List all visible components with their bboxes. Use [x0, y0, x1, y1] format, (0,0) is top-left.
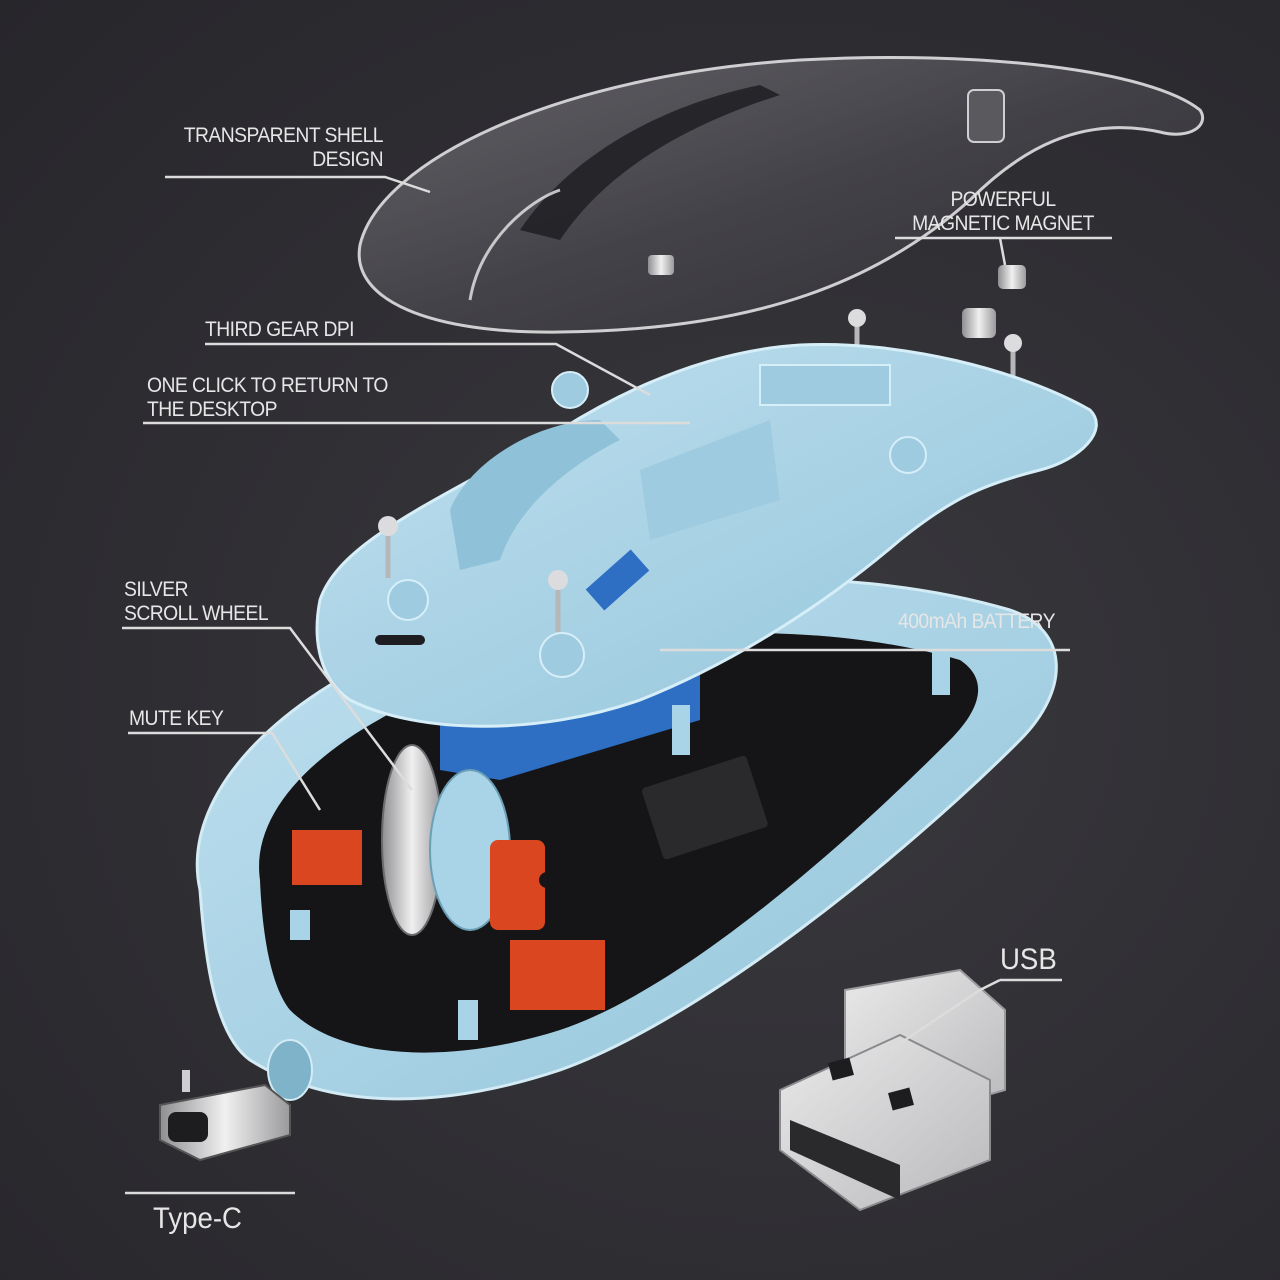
type-c-connector: [159, 1070, 291, 1162]
callout-third-gear-dpi: THIRD GEAR DPI: [205, 318, 355, 341]
magnets: [962, 265, 1026, 338]
usb-receiver: [779, 968, 1006, 1212]
callout-usb: USB: [1000, 943, 1057, 976]
callout-silver-scroll-wheel: SILVER SCROLL WHEEL: [124, 578, 269, 625]
transparent-shell: [357, 55, 1204, 334]
inner-bracket: [315, 342, 1098, 728]
callout-return-desktop: ONE CLICK TO RETURN TO THE DESKTOP: [147, 374, 388, 421]
callout-magnetic-magnet: POWERFUL MAGNETIC MAGNET: [912, 188, 1094, 235]
callout-lines: [122, 175, 1112, 1195]
callout-transparent-shell: TRANSPARENT SHELL DESIGN: [183, 124, 384, 171]
screws-bracket: [385, 528, 561, 632]
callout-battery: 400mAh BATTERY: [898, 610, 1055, 633]
callout-mute-key: MUTE KEY: [129, 707, 224, 730]
callout-type-c: Type-C: [153, 1202, 242, 1235]
